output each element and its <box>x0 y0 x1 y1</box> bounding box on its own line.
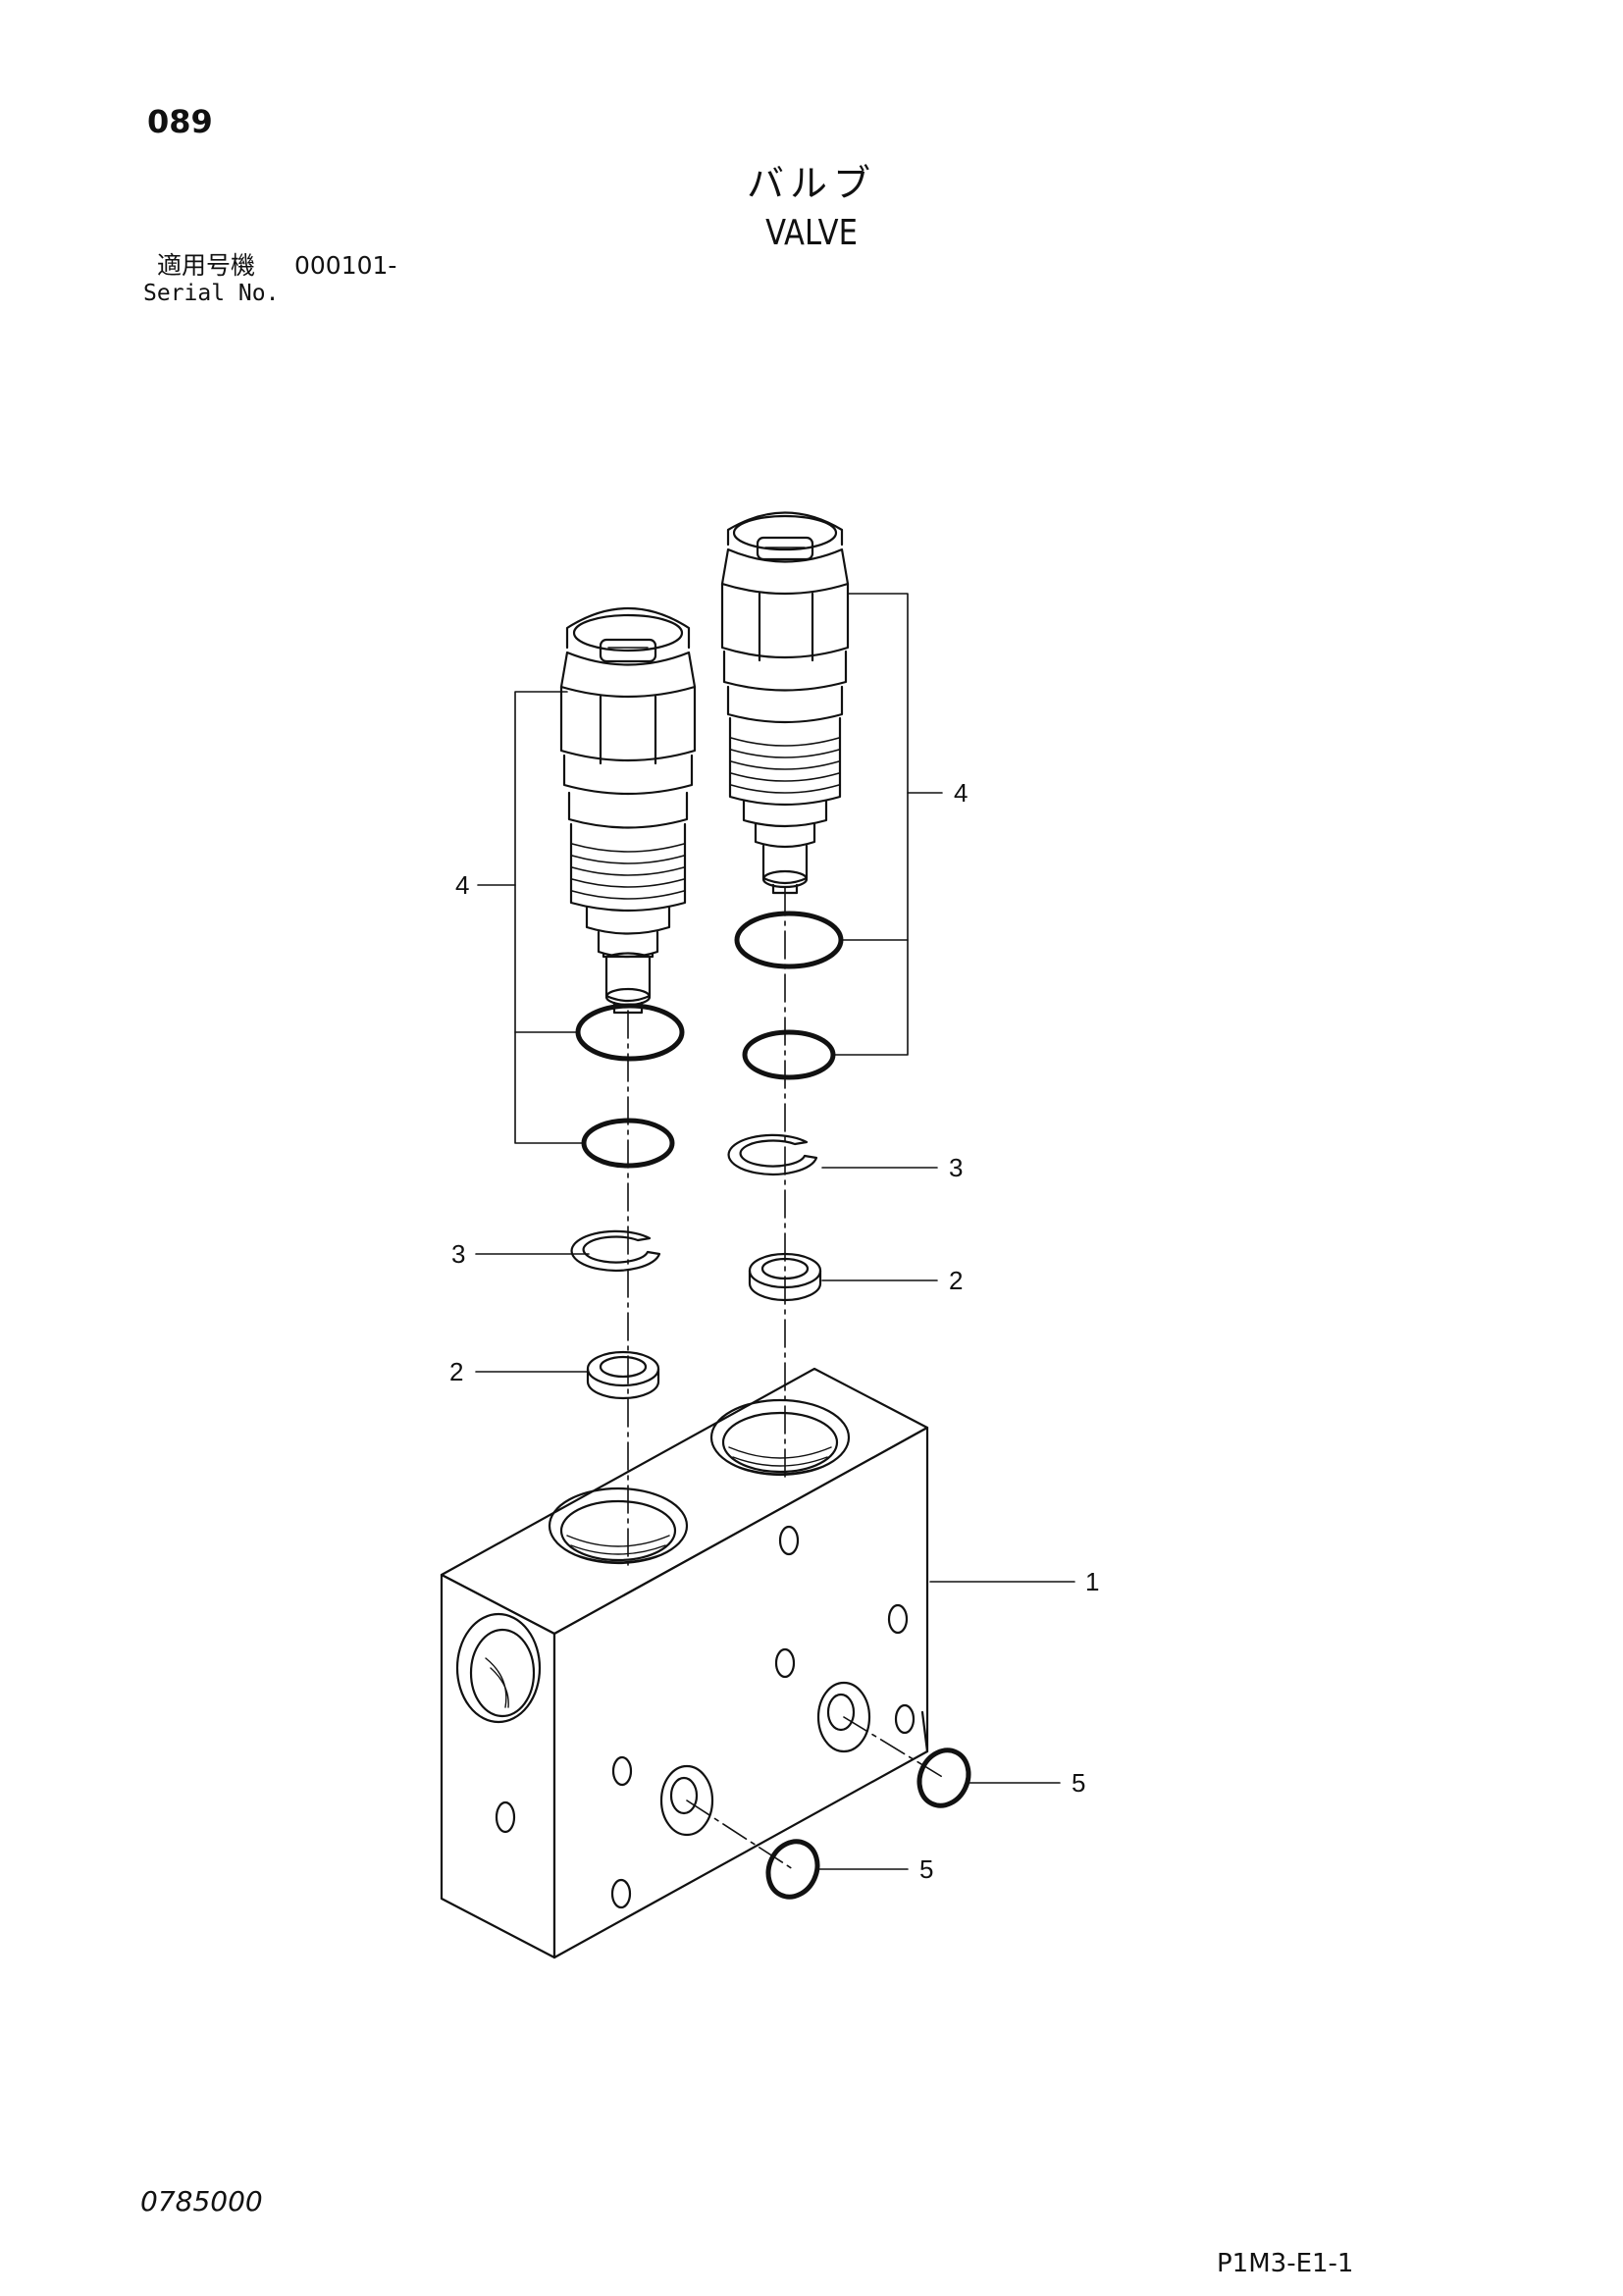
callout-3-right: 3 <box>949 1153 963 1182</box>
leader-lines <box>475 593 1075 1870</box>
title-japanese: バルブ <box>746 162 876 205</box>
callout-4-left: 4 <box>455 870 469 900</box>
callout-2-left: 2 <box>449 1357 463 1386</box>
serial-label-english: Serial No. <box>143 281 280 306</box>
serial-label-japanese: 適用号機 <box>157 251 256 280</box>
o-ring-side-lower <box>765 1839 820 1900</box>
o-ring-right-upper <box>734 911 844 969</box>
backup-ring-right <box>727 1133 818 1175</box>
center-lines <box>627 887 945 1870</box>
callout-2-right: 2 <box>949 1266 963 1295</box>
drawing-code: 0785000 <box>140 2185 263 2218</box>
callout-1: 1 <box>1085 1567 1099 1596</box>
page-code: P1M3-E1-1 <box>1217 2249 1354 2278</box>
title-english: VALVE <box>765 213 858 253</box>
backup-ring-left <box>570 1229 661 1272</box>
relief-valve-cartridge-left <box>559 606 697 1015</box>
relief-valve-cartridge-right <box>720 511 850 895</box>
callout-5-lower: 5 <box>919 1854 933 1884</box>
callout-4-right: 4 <box>954 778 968 808</box>
callout-3-left: 3 <box>451 1239 465 1269</box>
serial-number-value: 000101- <box>294 251 397 280</box>
page-number: 089 <box>147 103 213 140</box>
callout-5-upper: 5 <box>1072 1768 1085 1798</box>
valve-block <box>440 1367 929 1959</box>
washer-left <box>586 1350 660 1400</box>
o-ring-side-upper <box>916 1748 971 1808</box>
o-ring-right-lower <box>742 1029 836 1080</box>
